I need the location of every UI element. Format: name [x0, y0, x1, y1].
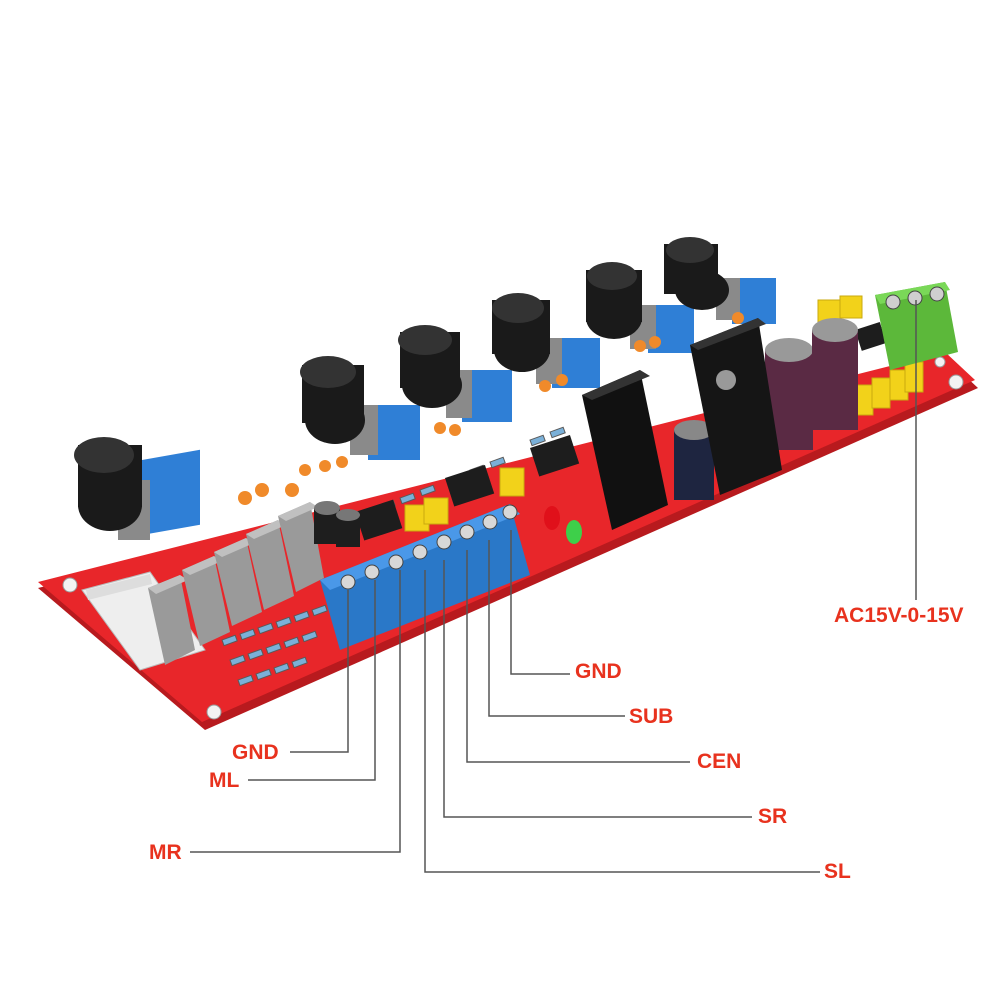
volume-knob-2 [300, 356, 420, 460]
film-capacitors [148, 502, 324, 665]
label-gnd-right: GND [575, 660, 622, 683]
volume-knob-6 [664, 237, 776, 324]
label-ml: ML [209, 769, 240, 792]
volume-knob-4 [492, 293, 600, 388]
heatsinks [582, 318, 782, 530]
leds [544, 506, 582, 544]
ceramic-capacitors [238, 312, 744, 505]
label-mr: MR [149, 841, 182, 864]
label-gnd-left: GND [232, 741, 279, 764]
leader-lines [190, 300, 917, 873]
volume-knob-3 [398, 325, 512, 422]
label-ac-input: AC15V-0-15V [834, 604, 964, 627]
volume-knob-1 [74, 437, 200, 540]
ic-chips [355, 321, 887, 541]
label-sl: SL [824, 860, 851, 883]
label-sub: SUB [629, 705, 674, 728]
yellow-capacitors [404, 295, 924, 532]
electrolytic-capacitors [314, 318, 858, 547]
label-cen: CEN [697, 750, 742, 773]
label-sr: SR [758, 805, 788, 828]
